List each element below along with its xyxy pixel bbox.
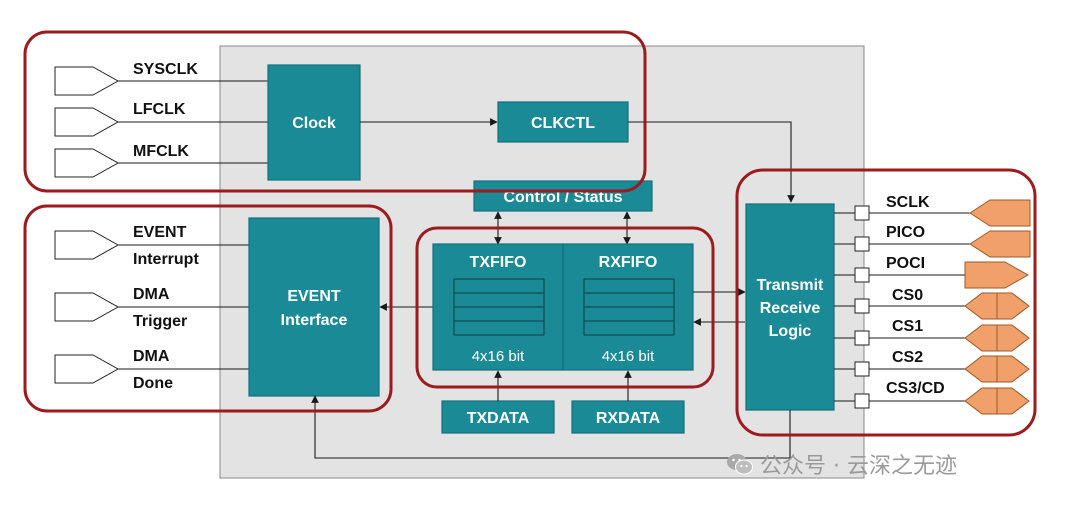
mfclk-label: MFCLK [133, 143, 189, 160]
dma-trigger-label-1: DMA [133, 286, 170, 303]
dma-done-connector [54, 354, 120, 384]
txdata-label: TXDATA [467, 410, 530, 427]
event-label: EVENT [133, 224, 187, 241]
dma-trigger-connector [54, 292, 120, 322]
txfifo-registers [453, 278, 545, 336]
rxfifo-registers [583, 278, 675, 336]
clock-block [267, 64, 361, 181]
mfclk-connector [54, 148, 120, 178]
rxdata-label: RXDATA [596, 410, 661, 427]
fifo-section-highlight [415, 226, 715, 389]
dma-done-label-2: Done [133, 375, 173, 392]
rxfifo-size-label: 4x16 bit [602, 348, 655, 365]
pin-label-pico: PICO [886, 224, 925, 241]
event-interrupt-connector [54, 230, 120, 260]
watermark: 公众号 · 云深之无迹 [726, 448, 957, 480]
pin-label-poci: POCI [886, 255, 925, 272]
trl-label-3: Logic [769, 323, 812, 340]
pin-pads [854, 205, 870, 409]
wechat-icon [727, 454, 753, 475]
rxfifo-label: RXFIFO [599, 254, 658, 271]
sclk-output-connector [969, 199, 1031, 227]
control-status-block [473, 180, 653, 212]
pin-label-cs1: CS1 [892, 318, 923, 335]
event-input-connectors [54, 230, 120, 384]
txdata-block [441, 400, 555, 434]
pico-output-connector [969, 230, 1031, 258]
event-interface-label-2: Interface [281, 312, 348, 329]
control-status-label: Control / Status [503, 189, 622, 206]
interrupt-label: Interrupt [133, 251, 199, 268]
sysclk-connector [54, 66, 120, 96]
dma-trigger-label-2: Trigger [133, 313, 187, 330]
pin-label-cs0: CS0 [892, 287, 923, 304]
clkctl-block [497, 101, 629, 143]
poci-input-connector [964, 261, 1030, 289]
txfifo-size-label: 4x16 bit [472, 348, 525, 365]
event-interface-label-1: EVENT [287, 288, 341, 305]
event-section-highlight [23, 204, 393, 413]
dma-done-label-1: DMA [133, 348, 170, 365]
pin-label-sclk: SCLK [886, 194, 930, 211]
pin-connectors [964, 199, 1031, 415]
pin-label-cs3-cd: CS3/CD [886, 380, 945, 397]
trl-label-1: Transmit [757, 277, 824, 294]
event-interface-block [248, 217, 380, 397]
lfclk-connector [54, 107, 120, 137]
trl-label-2: Receive [760, 300, 821, 317]
clkctl-label: CLKCTL [531, 115, 595, 132]
clock-label: Clock [292, 115, 336, 132]
pin-label-cs2: CS2 [892, 349, 923, 366]
clock-input-connectors [54, 66, 120, 178]
txfifo-label: TXFIFO [470, 254, 527, 271]
lfclk-label: LFCLK [133, 101, 186, 118]
transmit-receive-logic-block [745, 203, 835, 411]
rxdata-block [571, 400, 685, 434]
clock-section-highlight [23, 30, 647, 193]
sysclk-label: SYSCLK [133, 61, 198, 78]
watermark-text: 公众号 · 云深之无迹 [760, 454, 957, 479]
pins-section-highlight [735, 168, 1037, 437]
